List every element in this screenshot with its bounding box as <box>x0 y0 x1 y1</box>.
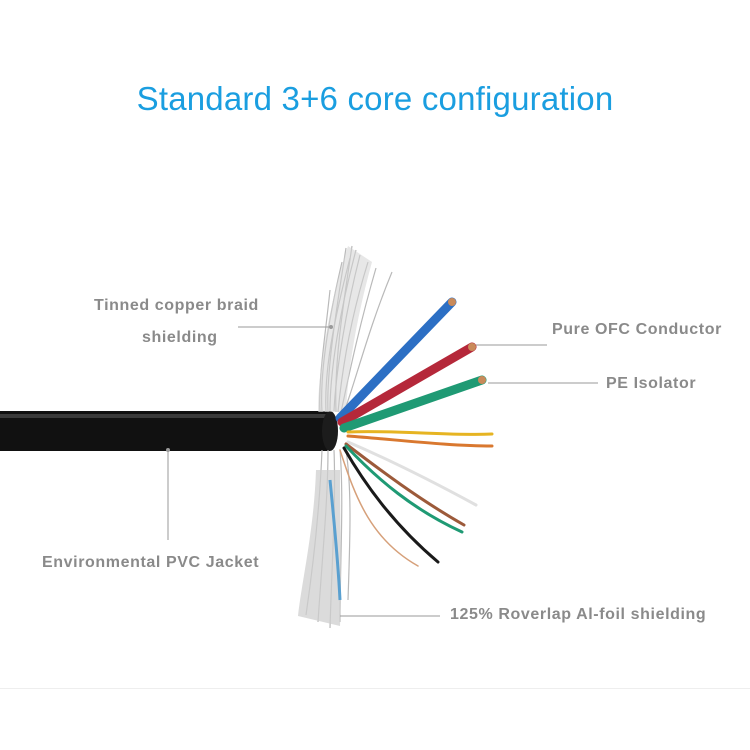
footer-divider <box>0 688 750 689</box>
wire-black-thin <box>342 446 440 564</box>
label-braid-line2: shielding <box>142 329 218 346</box>
tip-blue <box>448 298 456 306</box>
label-braid-line1: Tinned copper braid <box>94 297 259 314</box>
leader-jacket-dot <box>166 448 170 452</box>
al-foil-shielding <box>298 470 341 626</box>
label-foil: 125% Roverlap Al-foil shielding <box>450 606 707 623</box>
label-isolator: PE Isolator <box>606 375 697 392</box>
tip-green <box>478 376 486 384</box>
braid-shielding-fill <box>318 246 372 412</box>
wire-red <box>337 342 477 427</box>
tip-red <box>468 343 476 351</box>
wire-orange <box>346 434 494 448</box>
leader-lines <box>167 326 598 617</box>
wire-white <box>346 440 478 507</box>
label-jacket: Environmental PVC Jacket <box>42 554 260 571</box>
wire-copper-drain <box>339 449 419 567</box>
al-foil-blue-edge <box>328 479 342 601</box>
jacket-end <box>322 411 338 451</box>
conductor-tips <box>448 298 486 384</box>
diagram-title: Standard 3+6 core configuration <box>136 80 614 117</box>
pe-isolated-conductors <box>335 297 487 433</box>
leader-braid-dot <box>329 325 333 329</box>
wire-yellow <box>346 430 494 436</box>
label-conductor: Pure OFC Conductor <box>552 321 722 338</box>
wire-green <box>339 375 487 433</box>
wire-green-thin <box>344 444 464 534</box>
pvc-jacket-highlight <box>0 414 330 418</box>
signal-wires <box>339 430 494 567</box>
wire-brown <box>344 442 466 527</box>
wire-blue <box>335 297 457 423</box>
